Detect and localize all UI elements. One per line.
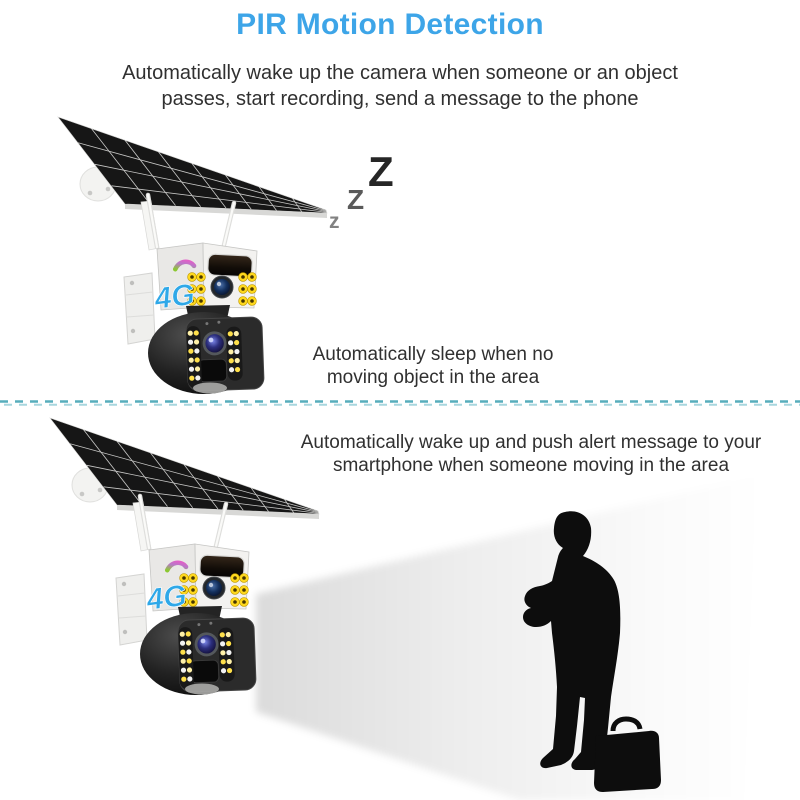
- wake-caption: Automatically wake up and push alert mes…: [266, 431, 796, 477]
- page-title: PIR Motion Detection: [236, 8, 544, 41]
- zzz-small: z: [329, 210, 340, 233]
- sleep-caption-line-2: moving object in the area: [326, 367, 540, 388]
- zzz-medium: Z: [347, 184, 365, 215]
- detection-beam: [256, 476, 756, 800]
- sleep-caption: Automatically sleep when no moving objec…: [258, 343, 608, 389]
- sleep-caption-line-1: Automatically sleep when no: [312, 344, 554, 365]
- intro-text: Automatically wake up the camera when so…: [0, 60, 800, 112]
- wake-caption-line-1: Automatically wake up and push alert mes…: [300, 432, 762, 453]
- intro-line-1: Automatically wake up the camera when so…: [122, 62, 678, 84]
- zzz-large: Z: [368, 148, 394, 195]
- briefcase-icon: [594, 716, 661, 792]
- intro-line-2: passes, start recording, send a message …: [161, 88, 639, 110]
- section-divider: [0, 400, 800, 406]
- person-silhouette-icon: [523, 511, 661, 792]
- wake-caption-line-2: smartphone when someone moving in the ar…: [332, 455, 730, 476]
